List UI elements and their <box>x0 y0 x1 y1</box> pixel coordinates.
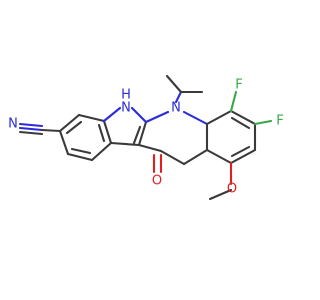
indole-nitrogen-label: N <box>121 101 131 116</box>
middle-ring-bond-1 <box>144 110 170 124</box>
ring-a-bond-4 <box>90 141 113 162</box>
nitrile-triple-bond-c <box>18 130 44 136</box>
bonds <box>18 74 273 201</box>
ether-oxygen-label: O <box>227 182 237 197</box>
indole-h-label: H <box>121 88 131 103</box>
middle-ring-bond-4 <box>182 148 209 166</box>
fluorine-1-label: F <box>235 78 242 93</box>
fluorine-bond-1 <box>229 90 238 113</box>
pyrrole-bond-3 <box>137 120 148 147</box>
pyrrole-bond-4 <box>109 141 141 147</box>
ring-c-bond-4 <box>229 148 257 165</box>
ring-a-bond-6 <box>58 129 70 156</box>
ring-a-bond-3-inner <box>97 123 106 143</box>
ring-a-bond-2 <box>77 113 106 123</box>
middle-ring-bond-6 <box>137 143 163 153</box>
ring-a-bond-5-inner <box>70 147 92 155</box>
ring-a-bond-1-inner <box>65 120 83 135</box>
fluorine-bond-2 <box>253 119 273 126</box>
acridone-nitrogen-label: N <box>171 101 181 116</box>
nitrile-carbon-bond <box>40 128 62 133</box>
pyrrole-bond-2 <box>130 106 148 124</box>
ether-bond-2 <box>208 188 233 201</box>
ring-c-bond-2 <box>229 109 257 126</box>
nitrile-triple-bond-b <box>18 126 44 132</box>
ring-c-bond-5 <box>205 148 233 165</box>
nitrile-nitrogen-label: N <box>8 117 18 132</box>
isopropyl-bond-2 <box>165 74 183 94</box>
isopropyl-bond-1 <box>174 90 183 104</box>
middle-ring-bond-2 <box>182 110 209 126</box>
carbonyl-oxygen-label: O <box>152 174 162 189</box>
ring-a-bond-5 <box>66 152 94 162</box>
nitrile-triple-bond-a <box>18 122 44 128</box>
ring-c-bond-1 <box>205 109 233 126</box>
pyrrole-bond-1 <box>102 106 122 123</box>
ring-c-bond-4-inner <box>230 145 251 158</box>
ring-a-bond-3 <box>102 119 113 145</box>
molecular-structure: N H N N O O F F <box>8 74 284 201</box>
middle-ring-bond-5 <box>159 149 186 166</box>
atom-labels: N H N N O O F F <box>8 78 284 197</box>
ring-c-bond-2-inner <box>230 116 251 130</box>
ring-a-bond-1 <box>58 113 81 133</box>
fluorine-2-label: F <box>276 114 283 129</box>
pyrrole-bond-3-inner <box>132 125 142 145</box>
